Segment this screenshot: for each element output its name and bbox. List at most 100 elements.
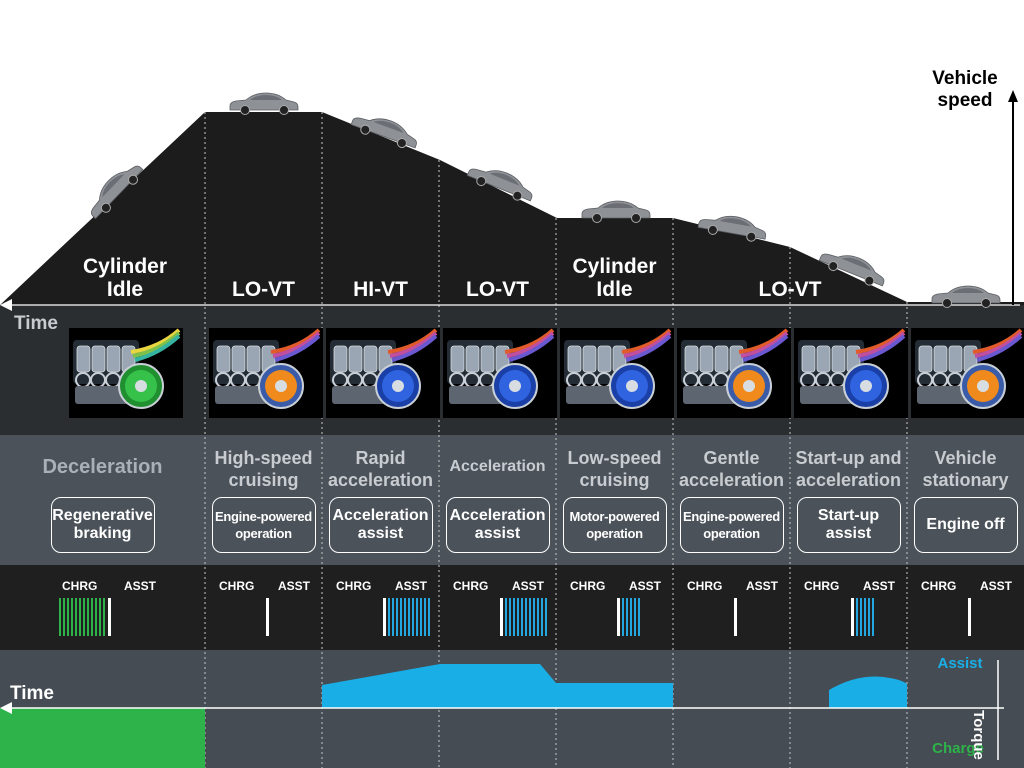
meter-center-line xyxy=(266,598,269,636)
asst-label: ASST xyxy=(629,579,662,593)
operation-mode-box: Acceleration assist xyxy=(328,497,433,553)
asst-label: ASST xyxy=(512,579,545,593)
meter-center-line xyxy=(734,598,737,636)
driving-condition-label: Acceleration xyxy=(449,458,546,475)
operation-mode-label: Engine-powered operation xyxy=(683,509,780,541)
time-label-top: Time xyxy=(14,313,59,334)
meter-segment xyxy=(79,598,81,636)
arrow-up-icon xyxy=(1008,90,1018,102)
operation-mode-box: Start-up assist xyxy=(796,497,901,553)
meter-segment xyxy=(99,598,101,636)
meter-segment xyxy=(521,598,523,636)
meter-segment xyxy=(428,598,430,636)
bar-band xyxy=(0,565,1024,650)
operation-mode-box: Regenerative braking xyxy=(50,497,155,553)
chrg-label: CHRG xyxy=(336,579,372,593)
vehicle-speed-axis xyxy=(1008,90,1018,305)
engine-icon xyxy=(910,328,1024,418)
operation-mode-box: Engine-powered operation xyxy=(679,497,784,553)
vehicle-speed-profile xyxy=(0,112,1024,305)
operation-mode-label: Regenerative braking xyxy=(52,507,153,542)
driving-condition-label: Deceleration xyxy=(42,456,163,478)
chrg-label: CHRG xyxy=(921,579,957,593)
meter-segment xyxy=(408,598,410,636)
meter-segment xyxy=(525,598,527,636)
meter-segment xyxy=(424,598,426,636)
meter-segment xyxy=(622,598,624,636)
meter-segment xyxy=(91,598,93,636)
operation-mode-box: Engine off xyxy=(913,497,1018,553)
meter-segment xyxy=(541,598,543,636)
assist-area-1 xyxy=(322,664,673,708)
meter-center-line xyxy=(968,598,971,636)
engine-mode-label: LO-VT xyxy=(232,278,295,301)
meter-segment xyxy=(63,598,65,636)
operation-mode-label: Start-up assist xyxy=(817,507,880,542)
time-label-bottom: Time xyxy=(10,683,55,704)
vehicle-speed-label: Vehicle speed xyxy=(932,68,998,111)
meter-segment xyxy=(412,598,414,636)
asst-label: ASST xyxy=(278,579,311,593)
car-icon xyxy=(697,215,767,242)
operation-mode-label: Acceleration assist xyxy=(332,507,429,542)
chrg-label: CHRG xyxy=(804,579,840,593)
chrg-label: CHRG xyxy=(687,579,723,593)
meter-segment xyxy=(868,598,870,636)
meter-segment xyxy=(95,598,97,636)
meter-segment xyxy=(388,598,390,636)
chrg-label: CHRG xyxy=(453,579,489,593)
meter-segment xyxy=(856,598,858,636)
meter-segment xyxy=(87,598,89,636)
asst-label: ASST xyxy=(395,579,428,593)
charge-label: Charge xyxy=(932,740,984,757)
meter-segment xyxy=(509,598,511,636)
engine-icon xyxy=(325,328,440,418)
engine-mode-label: LO-VT xyxy=(466,278,529,301)
meter-segment xyxy=(517,598,519,636)
asst-label: ASST xyxy=(746,579,779,593)
meter-center-line xyxy=(851,598,854,636)
assist-area-2 xyxy=(829,676,907,708)
meter-segment xyxy=(83,598,85,636)
meter-segment xyxy=(75,598,77,636)
operation-mode-label: Engine off xyxy=(926,516,1005,533)
torque-graph xyxy=(0,660,1004,768)
meter-segment xyxy=(392,598,394,636)
car-icon xyxy=(581,200,651,223)
asst-label: ASST xyxy=(124,579,157,593)
operation-mode-box: Motor-powered operation xyxy=(562,497,667,553)
driving-condition-label: Low-speed cruising xyxy=(567,448,662,490)
meter-segment xyxy=(537,598,539,636)
meter-segment xyxy=(59,598,61,636)
operation-mode-label: Engine-powered operation xyxy=(215,509,312,541)
meter-segment xyxy=(872,598,874,636)
engine-icon xyxy=(69,328,183,418)
engine-icon xyxy=(442,328,557,418)
car-icon xyxy=(90,165,144,220)
engine-icon xyxy=(676,328,791,418)
time-axis-top xyxy=(0,299,1020,311)
meter-center-line xyxy=(617,598,620,636)
chrg-label: CHRG xyxy=(570,579,606,593)
meter-center-line xyxy=(383,598,386,636)
meter-center-line xyxy=(500,598,503,636)
meter-segment xyxy=(103,598,105,636)
engine-mode-label: Cylinder Idle xyxy=(572,255,657,301)
car-icon xyxy=(350,117,417,149)
car-icon xyxy=(466,168,533,202)
meter-segment xyxy=(545,598,547,636)
charge-area xyxy=(0,708,205,768)
meter-segment xyxy=(864,598,866,636)
meter-segment xyxy=(860,598,862,636)
meter-segment xyxy=(529,598,531,636)
assist-label: Assist xyxy=(937,655,983,672)
meter-center-line xyxy=(108,598,111,636)
meter-segment xyxy=(416,598,418,636)
meter-segment xyxy=(67,598,69,636)
chrg-label: CHRG xyxy=(62,579,98,593)
operation-mode-box: Engine-powered operation xyxy=(211,497,316,553)
meter-segment xyxy=(533,598,535,636)
meter-segment xyxy=(396,598,398,636)
